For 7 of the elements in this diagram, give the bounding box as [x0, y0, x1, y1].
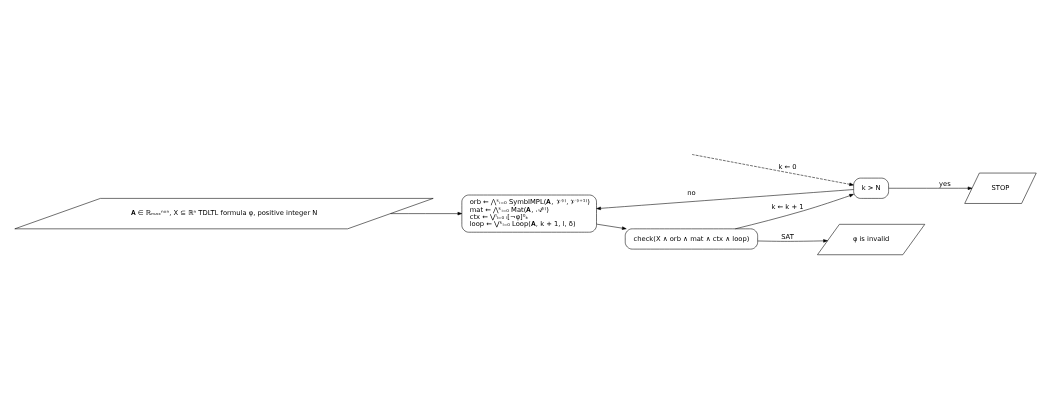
- arrow: [596, 223, 627, 230]
- arrow: [596, 188, 854, 210]
- arrow: [888, 186, 973, 190]
- arrow: [390, 211, 463, 215]
- arrow: [735, 193, 854, 229]
- arrow: [691, 153, 854, 186]
- arrow: [757, 238, 828, 242]
